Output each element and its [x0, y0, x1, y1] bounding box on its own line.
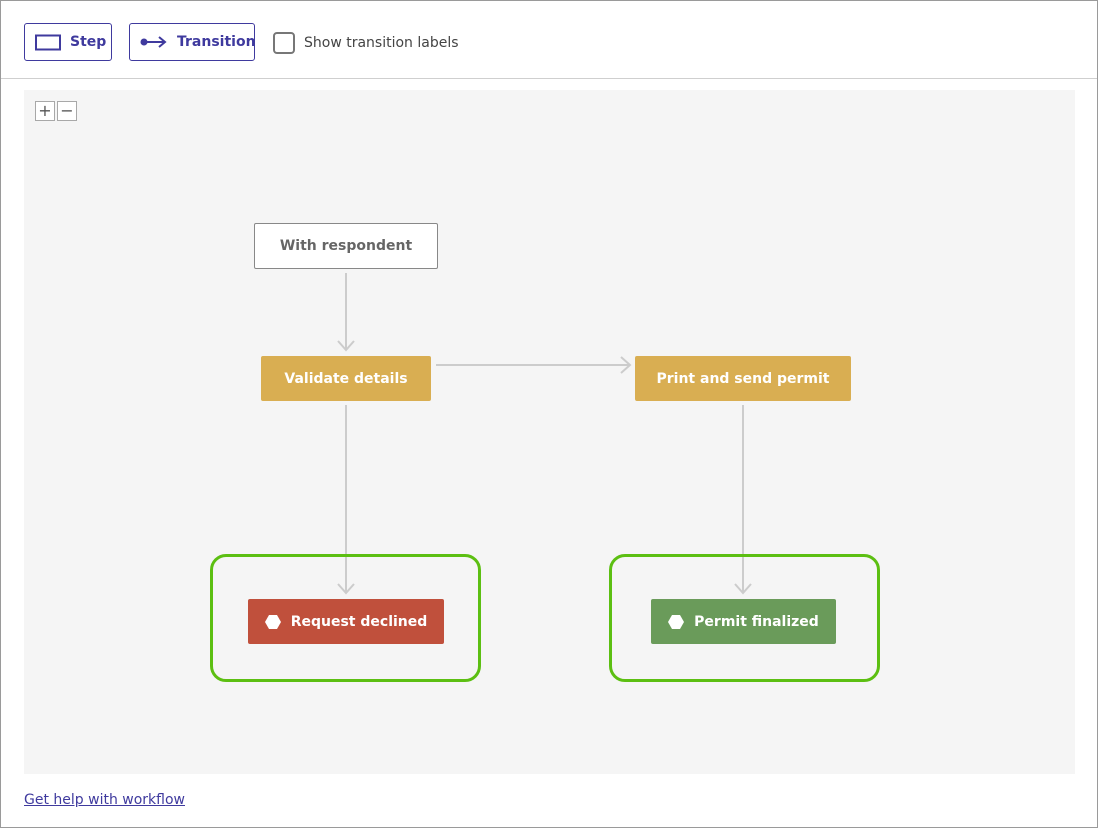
transition-button-label: Transition: [177, 34, 256, 50]
step-label: Request declined: [290, 613, 428, 630]
workflow-help-link[interactable]: Get help with workflow: [24, 792, 185, 808]
step-with-respondent[interactable]: With respondent: [254, 223, 438, 269]
rectangle-icon: [35, 34, 61, 51]
edge-print-to-finalized: [734, 405, 752, 595]
step-label: Validate details: [284, 370, 408, 387]
step-label: Permit finalized: [694, 613, 819, 630]
step-validate-details[interactable]: Validate details: [261, 356, 431, 401]
highlight-request-declined: [210, 554, 481, 682]
step-permit-finalized[interactable]: Permit finalized: [651, 599, 836, 644]
show-transition-labels-label: Show transition labels: [304, 35, 459, 51]
toolbar: Step Transition Show transition labels: [1, 1, 1097, 79]
arrow-connector-icon: [140, 35, 168, 49]
edge-respondent-to-validate: [337, 273, 355, 352]
step-label: With respondent: [279, 238, 413, 254]
add-transition-button[interactable]: Transition: [129, 23, 256, 61]
edge-validate-to-print: [436, 356, 632, 374]
edge-validate-to-declined: [337, 405, 355, 595]
highlight-permit-finalized: [609, 554, 880, 682]
step-button-label: Step: [70, 34, 107, 50]
step-request-declined[interactable]: Request declined: [248, 599, 444, 644]
transition-edges: [337, 273, 752, 595]
show-transition-labels-toggle[interactable]: Show transition labels: [273, 32, 459, 54]
zoom-in-button[interactable]: +: [35, 101, 55, 121]
add-step-button[interactable]: Step: [24, 23, 112, 61]
step-print-and-send-permit[interactable]: Print and send permit: [635, 356, 851, 401]
end-hexagon-icon: [264, 614, 281, 630]
workflow-canvas[interactable]: + −: [24, 90, 1075, 774]
show-transition-labels-checkbox[interactable]: [273, 32, 295, 54]
end-hexagon-icon: [668, 614, 685, 630]
zoom-out-button[interactable]: −: [57, 101, 77, 121]
step-label: Print and send permit: [656, 370, 830, 387]
